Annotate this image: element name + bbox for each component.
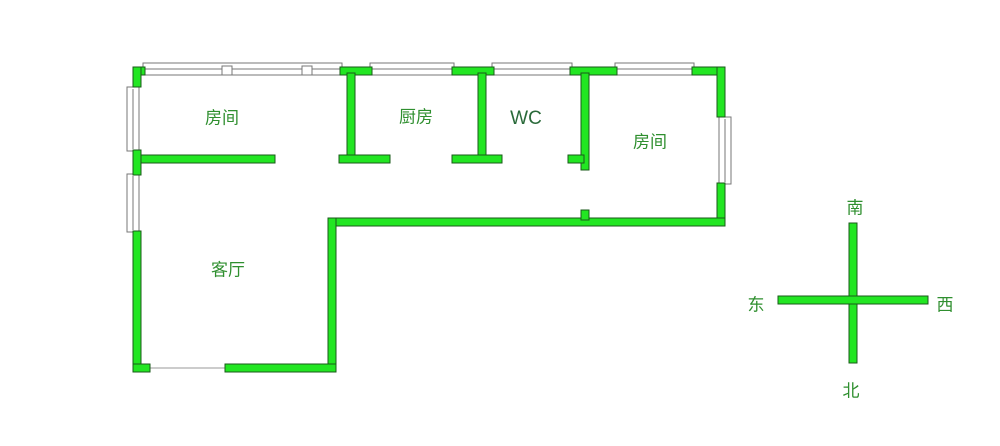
room-label-kitchen: 厨房 [399, 107, 433, 128]
room-label-wc: WC [510, 108, 542, 129]
room-label-living-room: 客厅 [211, 260, 245, 281]
compass-north: 北 [842, 381, 860, 402]
compass-cross [777, 222, 929, 364]
compass-west: 西 [936, 295, 954, 316]
compass-south: 南 [846, 198, 864, 219]
windows [126, 62, 732, 369]
room-label-bedroom-left: 房间 [205, 108, 239, 129]
walls [132, 66, 726, 373]
room-label-bedroom-right: 房间 [633, 132, 667, 153]
compass-east: 东 [747, 295, 765, 316]
